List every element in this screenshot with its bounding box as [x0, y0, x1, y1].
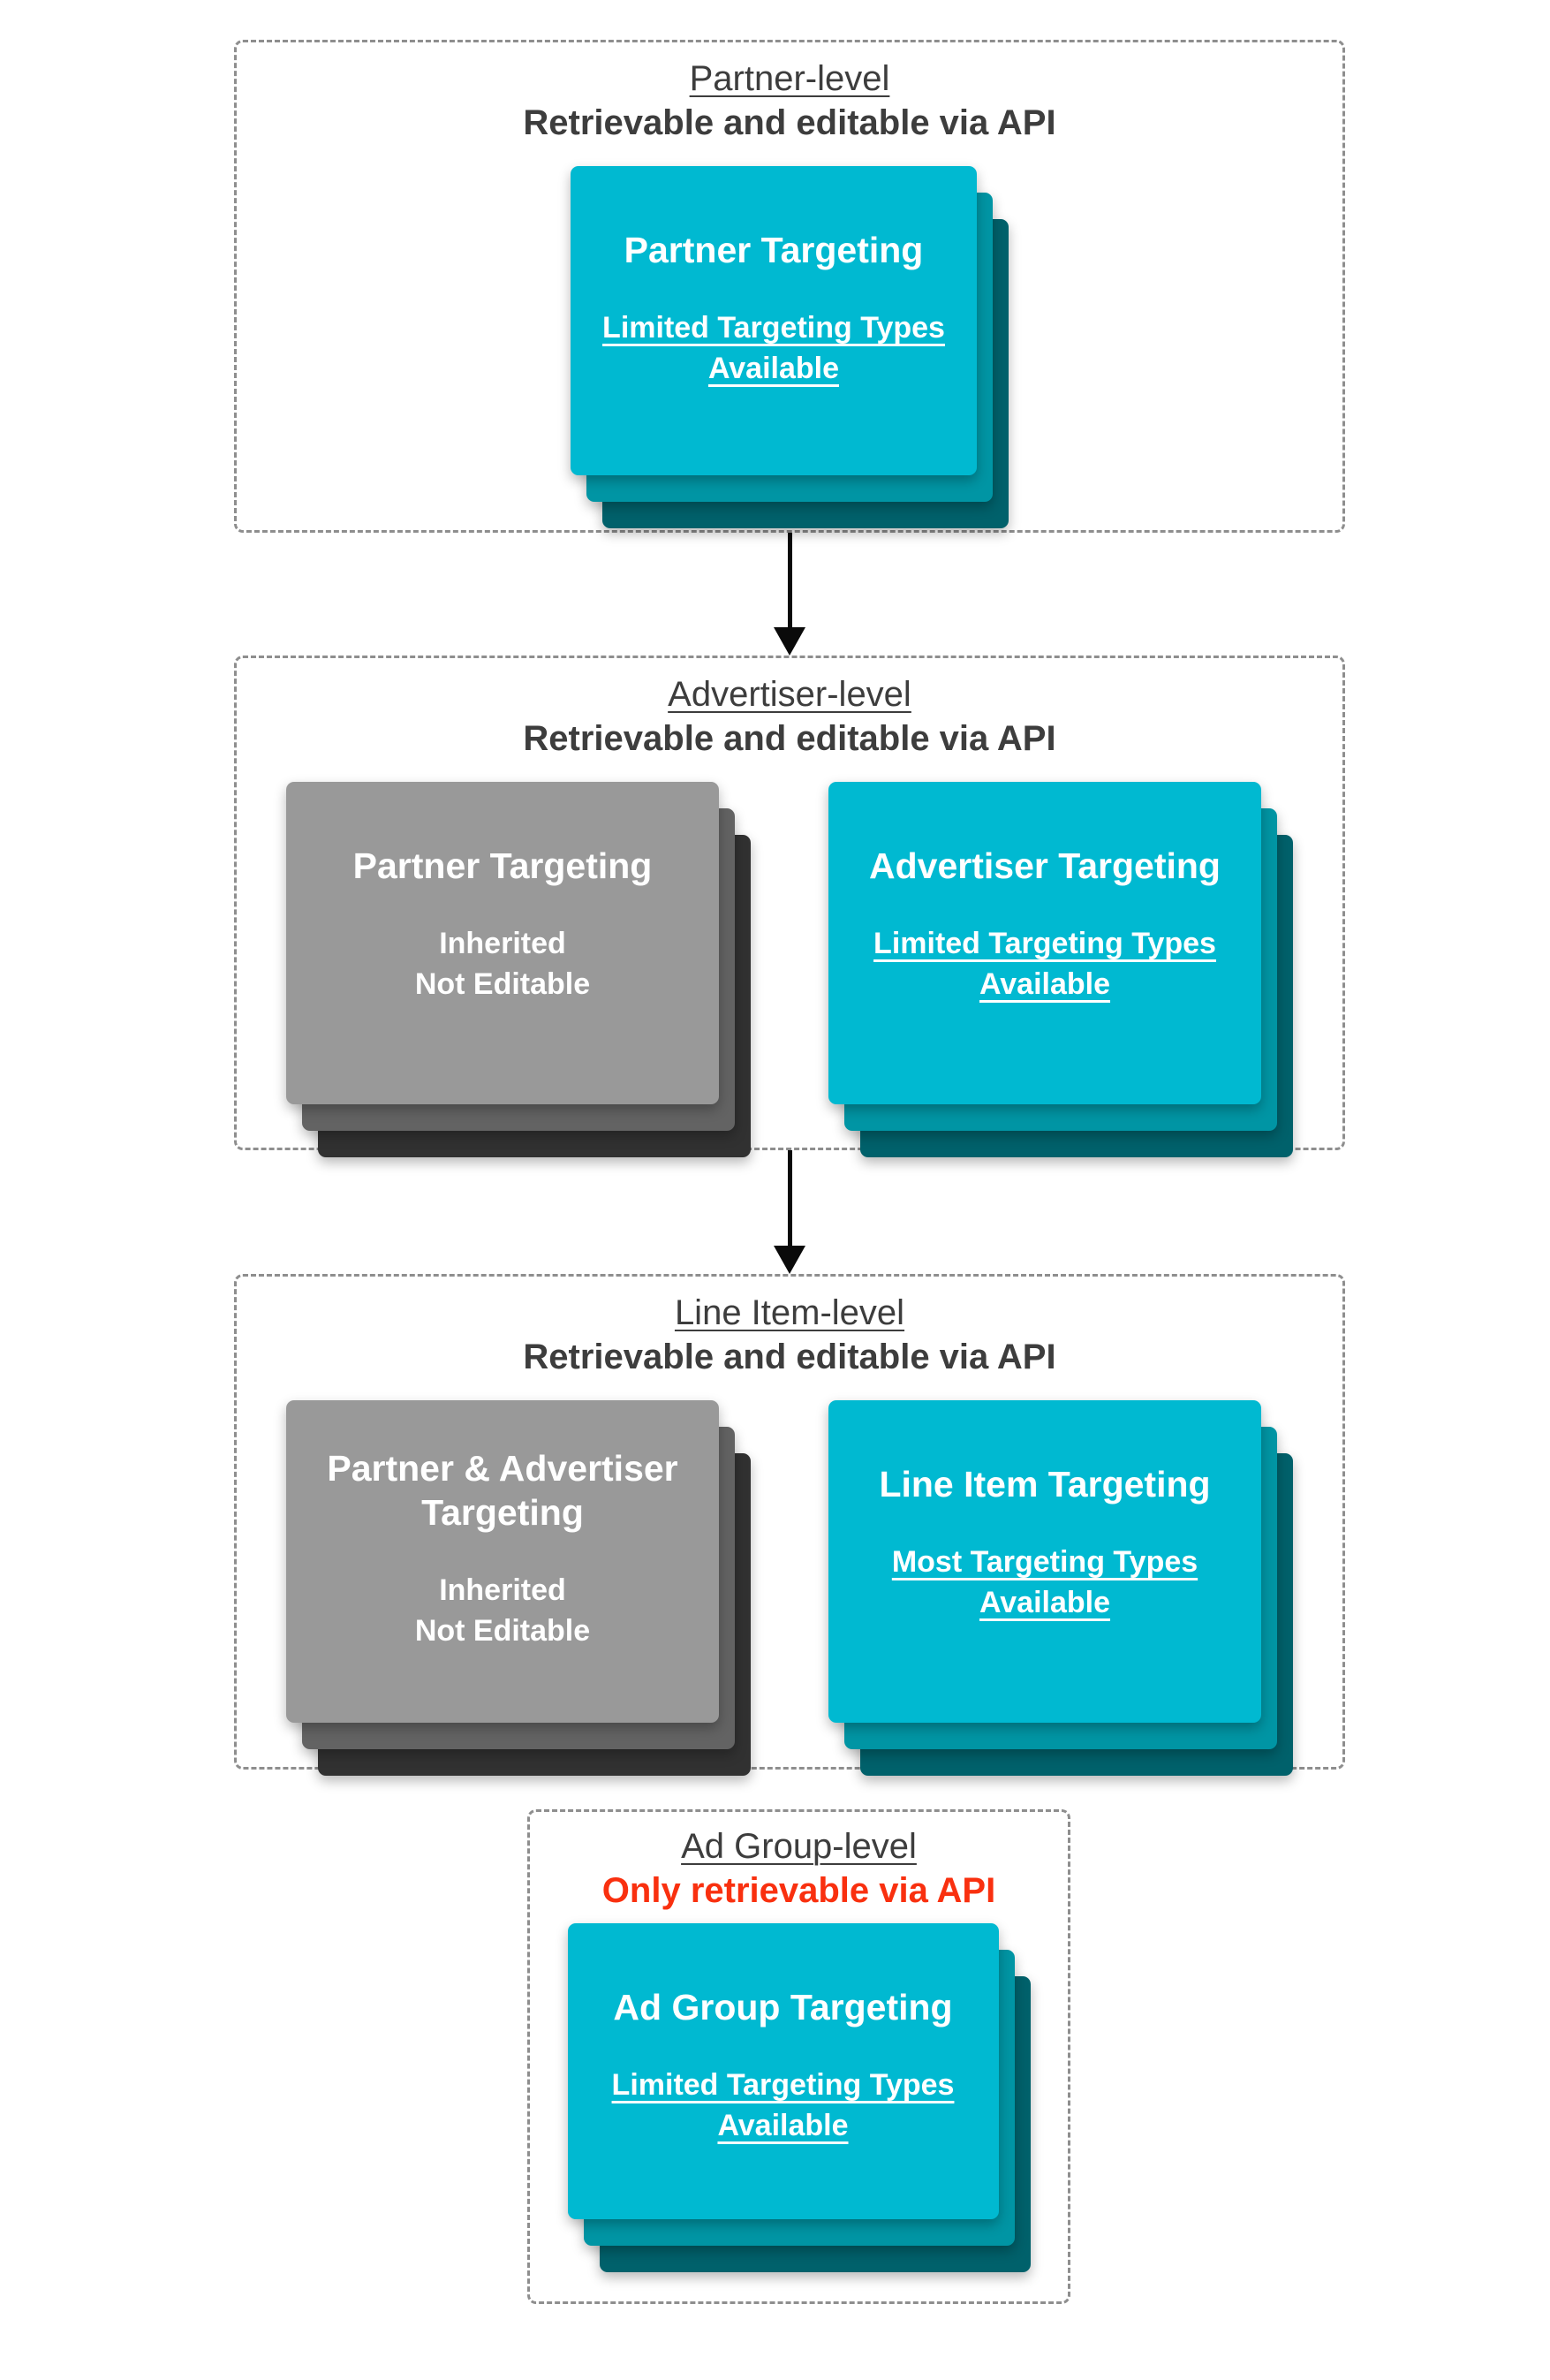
line-item-targeting-card-stack: Line Item Targeting Most Targeting Types…	[828, 1400, 1293, 1776]
advertiser-targeting-card: Advertiser Targeting Limited Targeting T…	[828, 782, 1261, 1104]
inherited-partner-targeting-card-stack: Partner Targeting Inherited Not Editable	[286, 782, 751, 1157]
card-note-line: Inherited	[439, 927, 566, 960]
card-note-line: Available	[707, 352, 840, 385]
card-title-line: Partner Targeting	[624, 230, 924, 270]
ad-group-targeting-card-stack: Ad Group Targeting Limited Targeting Typ…	[567, 1923, 1031, 2272]
arrow-head	[774, 627, 805, 656]
card-note-line: Available	[979, 1586, 1111, 1619]
card-note-line: Limited Targeting Types	[602, 311, 945, 345]
card-note: Most Targeting Types Available	[828, 1542, 1261, 1623]
card-note-line: Not Editable	[414, 967, 591, 1001]
inherited-partner-advertiser-targeting-card-stack: Partner & Advertiser Targeting Inherited…	[286, 1400, 751, 1776]
ad-group-level-title: Ad Group-level	[681, 1827, 917, 1866]
advertiser-level-header: Advertiser-level Retrievable and editabl…	[237, 658, 1342, 761]
arrow-head	[774, 1246, 805, 1274]
card-note-line: Inherited	[439, 1573, 566, 1607]
card-note: Inherited Not Editable	[286, 923, 719, 1004]
card-note: Limited Targeting Types Available	[828, 923, 1261, 1004]
partner-targeting-card-stack: Partner Targeting Limited Targeting Type…	[571, 166, 1009, 528]
line-item-level-title: Line Item-level	[674, 1293, 905, 1332]
card-note-line: Not Editable	[414, 1614, 591, 1648]
advertiser-level-subtitle: Retrievable and editable via API	[523, 719, 1056, 758]
ad-group-level-subtitle: Only retrievable via API	[601, 1871, 996, 1910]
inherited-partner-targeting-card: Partner Targeting Inherited Not Editable	[286, 782, 719, 1104]
partner-level-title: Partner-level	[689, 59, 890, 98]
line-item-level-section: Line Item-level Retrievable and editable…	[234, 1274, 1345, 1776]
card-title-line: Line Item Targeting	[879, 1464, 1211, 1505]
partner-level-header: Partner-level Retrievable and editable v…	[237, 42, 1342, 145]
card-note-line: Available	[979, 967, 1111, 1001]
card-note: Inherited Not Editable	[286, 1570, 719, 1651]
card-title: Partner Targeting	[571, 228, 977, 272]
advertiser-level-section: Advertiser-level Retrievable and editabl…	[234, 656, 1345, 1157]
card-note-line: Available	[717, 2109, 849, 2142]
ad-group-level-header: Ad Group-level Only retrievable via API	[530, 1812, 1068, 1913]
card-title-line: Advertiser Targeting	[869, 845, 1221, 886]
ad-group-level-section: Ad Group-level Only retrievable via API …	[527, 1809, 1070, 2304]
arrow-shaft	[787, 533, 792, 627]
card-title: Ad Group Targeting	[568, 1985, 999, 2029]
card-title: Partner Targeting	[286, 844, 719, 888]
card-note-line: Most Targeting Types	[891, 1545, 1198, 1579]
card-note: Limited Targeting Types Available	[568, 2065, 999, 2146]
down-arrow-icon	[774, 1150, 805, 1274]
card-note: Limited Targeting Types Available	[571, 307, 977, 389]
card-title-line: Partner & Advertiser	[327, 1448, 678, 1489]
down-arrow-icon	[774, 533, 805, 656]
card-title-line: Targeting	[421, 1492, 584, 1533]
card-note-line: Limited Targeting Types	[873, 927, 1216, 960]
advertiser-level-cards-row: Partner Targeting Inherited Not Editable…	[237, 782, 1342, 1157]
advertiser-level-title: Advertiser-level	[668, 675, 911, 714]
ad-group-targeting-card: Ad Group Targeting Limited Targeting Typ…	[567, 1923, 999, 2219]
ad-group-level-cards-row: Ad Group Targeting Limited Targeting Typ…	[530, 1923, 1068, 2272]
card-title-line: Ad Group Targeting	[613, 1987, 953, 2028]
card-title: Advertiser Targeting	[828, 844, 1261, 888]
card-note-line: Limited Targeting Types	[611, 2068, 955, 2102]
line-item-level-header: Line Item-level Retrievable and editable…	[237, 1277, 1342, 1379]
card-title-line: Partner Targeting	[352, 845, 653, 886]
partner-targeting-card: Partner Targeting Limited Targeting Type…	[571, 166, 977, 475]
partner-level-cards-row: Partner Targeting Limited Targeting Type…	[237, 166, 1342, 528]
partner-level-subtitle: Retrievable and editable via API	[523, 103, 1056, 142]
card-title: Line Item Targeting	[828, 1462, 1261, 1506]
arrow-shaft	[787, 1150, 792, 1246]
line-item-level-subtitle: Retrievable and editable via API	[523, 1338, 1056, 1376]
inherited-partner-advertiser-targeting-card: Partner & Advertiser Targeting Inherited…	[286, 1400, 719, 1723]
advertiser-targeting-card-stack: Advertiser Targeting Limited Targeting T…	[828, 782, 1293, 1157]
card-title: Partner & Advertiser Targeting	[286, 1446, 719, 1535]
line-item-level-cards-row: Partner & Advertiser Targeting Inherited…	[237, 1400, 1342, 1776]
line-item-targeting-card: Line Item Targeting Most Targeting Types…	[828, 1400, 1261, 1723]
partner-level-section: Partner-level Retrievable and editable v…	[234, 40, 1345, 533]
